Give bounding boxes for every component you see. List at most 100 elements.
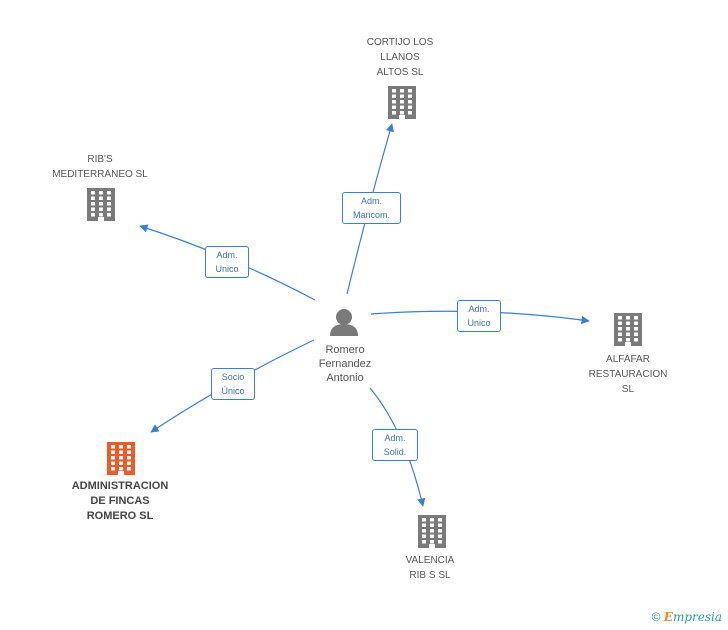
building-window: [91, 207, 95, 211]
company-label-admin[interactable]: ADMINISTRACION DE FINCAS ROMERO SL: [71, 480, 169, 522]
building-window: [618, 332, 622, 336]
building-window: [438, 540, 442, 544]
building-window: [422, 529, 426, 533]
building-window: [422, 518, 426, 522]
building-window: [127, 450, 131, 454]
building-window: [626, 321, 630, 325]
building-window: [438, 518, 442, 522]
building-window: [91, 191, 95, 195]
building-window: [99, 213, 103, 217]
building-window: [422, 540, 426, 544]
building-window: [626, 327, 630, 331]
brand-name: Empresia: [663, 610, 722, 624]
building-window: [438, 523, 442, 527]
building-window: [127, 445, 131, 449]
building-window: [91, 213, 95, 217]
building-icon[interactable]: [107, 442, 135, 475]
building-window: [634, 327, 638, 331]
building-window: [626, 338, 630, 342]
building-window: [99, 207, 103, 211]
edge-label-ribs: Adm. Unico: [205, 246, 249, 278]
building-window: [618, 321, 622, 325]
building-window: [634, 332, 638, 336]
company-label-cortijo[interactable]: CORTIJO LOS LLANOS ALTOS SL: [366, 37, 434, 78]
building-window: [430, 529, 434, 533]
building-door: [625, 342, 631, 346]
building-window: [111, 467, 115, 471]
company-label-valencia[interactable]: VALENCIA RIB S SL: [405, 555, 455, 581]
building-window: [634, 316, 638, 320]
building-window: [408, 94, 412, 98]
building-window: [408, 105, 412, 109]
building-window: [408, 89, 412, 93]
building-window: [111, 445, 115, 449]
building-window: [99, 202, 103, 206]
building-window: [111, 461, 115, 465]
building-window: [400, 89, 404, 93]
building-door: [429, 544, 435, 548]
building-window: [111, 456, 115, 460]
building-window: [438, 529, 442, 533]
edge-label-cortijo: Adm. Mancom.: [342, 192, 401, 224]
building-window: [392, 100, 396, 104]
building-window: [99, 191, 103, 195]
edge-label-admin: Socio Único: [211, 368, 255, 400]
building-window: [422, 523, 426, 527]
person-label[interactable]: Romero Fernandez Antonio: [318, 344, 372, 384]
building-window: [430, 518, 434, 522]
building-window: [107, 191, 111, 195]
building-window: [392, 111, 396, 115]
building-window: [119, 456, 123, 460]
company-label-ribs[interactable]: RIB'S MEDITERRANEO SL: [52, 154, 148, 180]
building-window: [430, 534, 434, 538]
building-window: [430, 540, 434, 544]
person-icon[interactable]: [330, 309, 358, 336]
building-window: [430, 523, 434, 527]
building-door: [98, 217, 104, 221]
building-icon[interactable]: [388, 86, 416, 119]
building-window: [127, 467, 131, 471]
building-window: [408, 111, 412, 115]
building-window: [119, 450, 123, 454]
building-window: [119, 467, 123, 471]
building-icon[interactable]: [87, 188, 115, 221]
building-window: [392, 89, 396, 93]
building-window: [119, 445, 123, 449]
building-window: [618, 316, 622, 320]
building-icon[interactable]: [614, 313, 642, 346]
building-window: [438, 534, 442, 538]
building-window: [127, 461, 131, 465]
building-window: [422, 534, 426, 538]
building-icon[interactable]: [418, 515, 446, 548]
company-label-alfafar[interactable]: ALFAFAR RESTAURACION SL: [588, 354, 668, 395]
building-door: [118, 471, 124, 475]
building-window: [400, 105, 404, 109]
copyright-symbol: ©: [651, 610, 661, 624]
edge-label-valencia: Adm. Solid.: [372, 429, 418, 461]
building-window: [400, 100, 404, 104]
building-window: [127, 456, 131, 460]
building-window: [618, 338, 622, 342]
building-window: [107, 207, 111, 211]
empresia-logo: © Empresia: [652, 610, 722, 624]
building-window: [392, 94, 396, 98]
building-window: [107, 213, 111, 217]
building-window: [99, 196, 103, 200]
edge-label-alfafar: Adm. Unico: [457, 300, 501, 332]
building-door: [399, 115, 405, 119]
building-window: [107, 196, 111, 200]
building-window: [400, 94, 404, 98]
building-window: [634, 338, 638, 342]
building-window: [618, 327, 622, 331]
building-window: [626, 316, 630, 320]
building-window: [119, 461, 123, 465]
building-window: [408, 100, 412, 104]
building-window: [626, 332, 630, 336]
building-window: [634, 321, 638, 325]
building-window: [111, 450, 115, 454]
building-window: [91, 196, 95, 200]
building-window: [400, 111, 404, 115]
building-window: [392, 105, 396, 109]
building-window: [107, 202, 111, 206]
